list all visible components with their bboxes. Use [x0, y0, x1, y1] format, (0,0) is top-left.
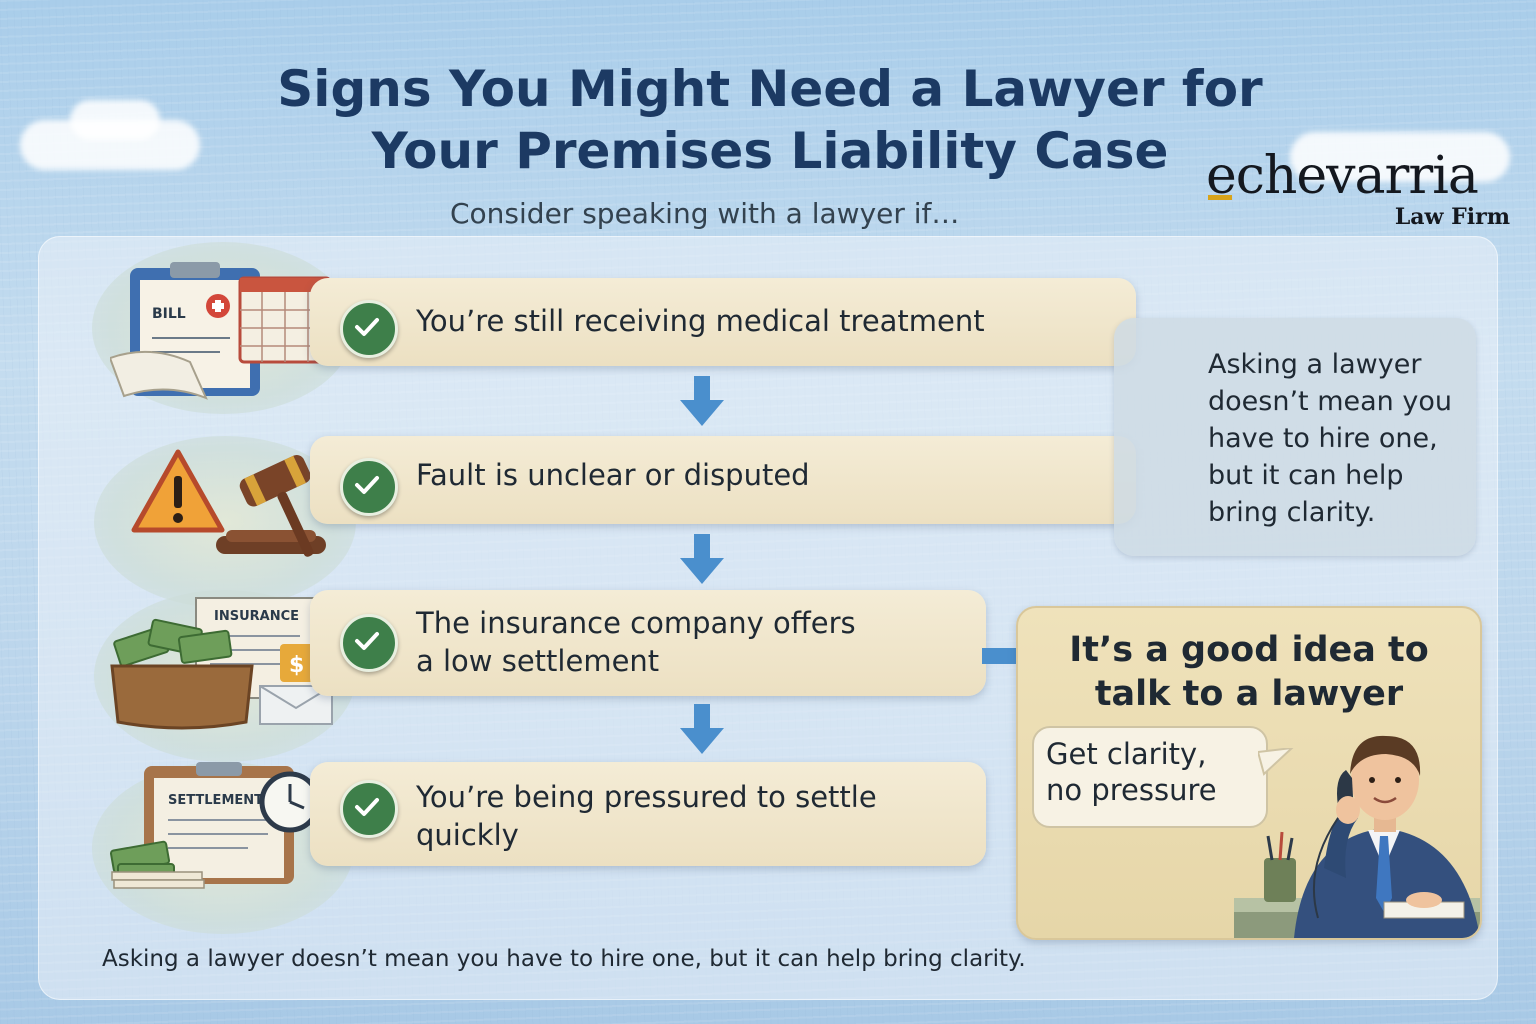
side-note-text: Asking a lawyer doesn’t mean you have to…	[1208, 349, 1452, 528]
item-4-text: You’re being pressured to settle quickly	[416, 778, 877, 854]
side-note-card	[1114, 318, 1476, 556]
logo-name: echevarria	[1206, 146, 1479, 206]
settlement-clock-icon: SETTLEMENT	[109, 762, 321, 889]
insurance-money-icon: INSURANCE $	[110, 597, 333, 730]
cta-title-line-1: It’s a good idea to	[1069, 630, 1429, 670]
logo-accent-bar	[1208, 195, 1232, 200]
item-2-card	[310, 436, 1136, 524]
item-1-line-1: You’re still receiving medical treatment	[416, 304, 985, 338]
title-line-1: Signs You Might Need a Lawyer for	[277, 60, 1263, 118]
item-3-text: The insurance company offers a low settl…	[416, 604, 856, 680]
lawyer-on-phone-illustration	[1234, 735, 1480, 938]
item-4-card	[310, 762, 986, 866]
item-4-line-2: quickly	[416, 818, 519, 852]
item-1-card	[310, 278, 1136, 366]
item-1-check-icon	[340, 300, 398, 358]
item-2-line-1: Fault is unclear or disputed	[416, 458, 810, 492]
arrow-down-icon	[680, 376, 724, 426]
speech-bubble-tail	[1258, 748, 1294, 776]
firm-logo: echevarria Law Firm	[1206, 148, 1516, 230]
cta-card: It’s a good idea to talk to a lawyer Get…	[1016, 606, 1482, 940]
cloud-right	[1290, 132, 1510, 182]
cloud-left-small	[70, 100, 160, 140]
cta-title-line-2: talk to a lawyer	[1094, 674, 1404, 714]
item-1-text: You’re still receiving medical treatment	[416, 302, 985, 340]
title-line-2: Your Premises Liability Case	[371, 122, 1169, 180]
page-title: Signs You Might Need a Lawyer for Your P…	[150, 58, 1390, 182]
bill-label: BILL	[152, 306, 186, 322]
item-2-text: Fault is unclear or disputed	[416, 456, 810, 494]
bubble-line-2: no pressure	[1046, 773, 1217, 807]
speech-bubble	[1032, 726, 1268, 828]
item-3-card	[310, 590, 986, 696]
item-3-check-icon	[340, 614, 398, 672]
logo-subtitle: Law Firm	[1394, 204, 1510, 230]
cta-title: It’s a good idea to talk to a lawyer	[1018, 628, 1480, 716]
item-3-line-1: The insurance company offers	[416, 606, 856, 640]
footer-note: Asking a lawyer doesn’t mean you have to…	[102, 946, 1026, 972]
page-subtitle: Consider speaking with a lawyer if…	[450, 197, 960, 230]
arrow-down-icon	[680, 704, 724, 754]
medical-bill-calendar-icon: BILL	[110, 262, 332, 400]
svg-text:$: $	[289, 653, 304, 678]
arrow-down-icon	[680, 534, 724, 584]
item-2-check-icon	[340, 458, 398, 516]
insurance-label: INSURANCE	[214, 609, 299, 624]
bubble-line-1: Get clarity,	[1046, 737, 1207, 771]
item-3-line-2: a low settlement	[416, 644, 660, 678]
item-4-check-icon	[340, 780, 398, 838]
item-4-line-1: You’re being pressured to settle	[416, 780, 877, 814]
settlement-label: SETTLEMENT	[168, 793, 263, 808]
warning-gavel-icon	[131, 449, 326, 557]
speech-bubble-text: Get clarity, no pressure	[1046, 736, 1256, 808]
